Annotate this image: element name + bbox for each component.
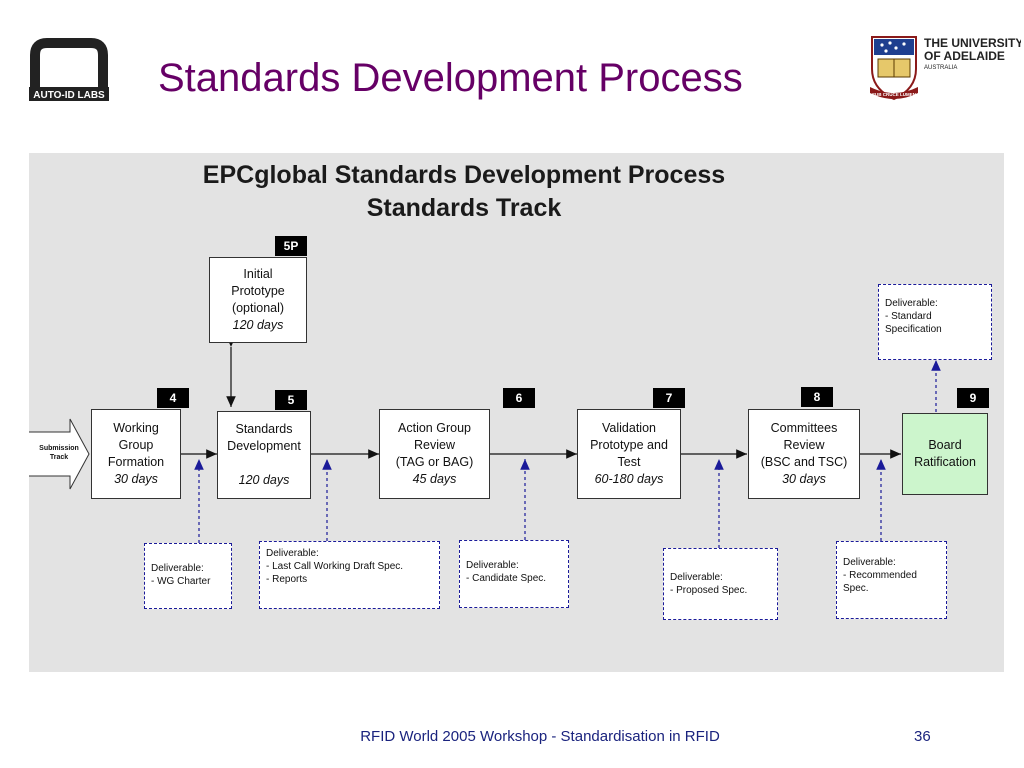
university-name-line1: THE UNIVERSITY [924, 36, 1021, 50]
diagram-connectors [29, 336, 941, 548]
diagram-area: EPCglobal Standards Development Process … [29, 153, 1004, 672]
step-number-4: 4 [157, 388, 189, 408]
step-action-group-review: Action Group Review (TAG or BAG) 45 days [379, 409, 490, 499]
auto-id-labs-text: AUTO-ID LABS [33, 90, 105, 101]
step-validation-prototype-test: Validation Prototype and Test 60-180 day… [577, 409, 681, 499]
step-number-9: 9 [957, 388, 989, 408]
slide-title: Standards Development Process [158, 56, 743, 100]
deliverable-candidate-spec: Deliverable: - Candidate Spec. [459, 540, 569, 608]
step-board-ratification: Board Ratification [902, 413, 988, 495]
step-initial-prototype: Initial Prototype (optional) 120 days [209, 257, 307, 343]
step-number-6: 6 [503, 388, 535, 408]
diagram-title-line2: Standards Track [366, 194, 562, 222]
university-motto: SUB CRUCE LUMEN [872, 92, 916, 97]
step-number-5p: 5P [275, 236, 307, 256]
submission-track-arrow [29, 418, 90, 490]
university-of-adelaide-logo: SUB CRUCE LUMEN THE UNIVERSITY OF ADELAI… [866, 33, 1023, 105]
step-working-group-formation: Working Group Formation 30 days [91, 409, 181, 499]
university-name-line2: OF ADELAIDE [924, 49, 1005, 63]
university-country: AUSTRALIA [924, 65, 957, 71]
step-standards-development: Standards Development 120 days [217, 411, 311, 499]
step-number-5: 5 [275, 390, 307, 410]
step-number-7: 7 [653, 388, 685, 408]
page-number: 36 [914, 728, 931, 745]
deliverable-last-call-draft: Deliverable: - Last Call Working Draft S… [259, 541, 440, 609]
deliverable-proposed-spec: Deliverable: - Proposed Spec. [663, 548, 778, 620]
diagram-title-line1: EPCglobal Standards Development Process [202, 161, 726, 189]
submission-track-label: Submission Track [39, 445, 79, 461]
deliverable-standard-specification: Deliverable: - Standard Specification [878, 284, 992, 360]
deliverable-recommended-spec: Deliverable: - Recommended Spec. [836, 541, 947, 619]
step-number-8: 8 [801, 387, 833, 407]
auto-id-labs-logo: AUTO-ID LABS [25, 37, 113, 105]
deliverable-wg-charter: Deliverable: - WG Charter [144, 543, 232, 609]
step-committees-review: Committees Review (BSC and TSC) 30 days [748, 409, 860, 499]
footer-text: RFID World 2005 Workshop - Standardisati… [360, 728, 720, 745]
